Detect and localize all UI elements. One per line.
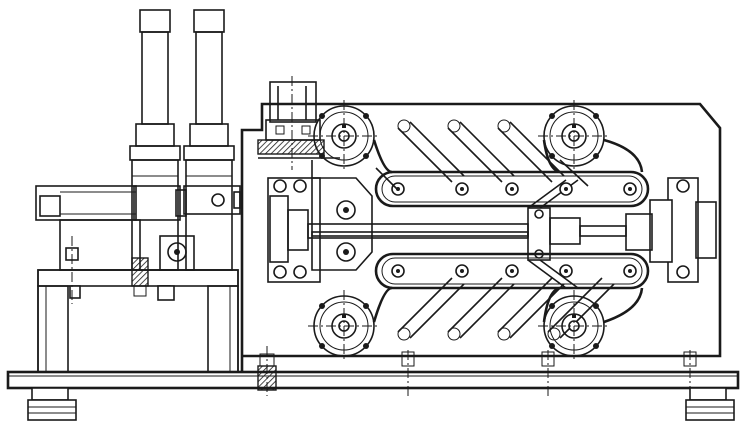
base-plate	[6, 370, 740, 390]
sprocket-top-left	[308, 100, 380, 172]
mount-bolt-hatched	[131, 257, 175, 301]
base-center-lines	[401, 350, 697, 398]
sprocket-bottom-right	[538, 290, 610, 362]
left-shaft-block	[267, 160, 373, 283]
top-clamp	[257, 76, 340, 170]
center-ram-rod	[307, 179, 627, 289]
leveling-foot-right	[685, 387, 735, 421]
sprocket-chain-wrap	[372, 138, 644, 324]
sprocket-top-right	[538, 100, 610, 172]
chain-rollers-upper	[391, 182, 637, 196]
sprocket-bottom-left	[308, 290, 380, 362]
diagonal-slots-lower	[397, 277, 615, 341]
main-housing	[240, 102, 722, 372]
chain-rollers-lower	[391, 264, 637, 278]
chain-loop-upper	[374, 170, 650, 208]
diagonal-slots-upper	[375, 119, 589, 191]
cylinder-left	[129, 9, 181, 271]
cylinder-right	[183, 9, 235, 271]
leveling-foot-left	[27, 387, 77, 421]
motor-housing	[35, 185, 187, 304]
right-shaft-block	[625, 177, 717, 283]
base-bolt-hatched	[257, 346, 277, 396]
chain-loop-lower	[374, 252, 650, 290]
cylinder-bracket	[159, 185, 241, 271]
